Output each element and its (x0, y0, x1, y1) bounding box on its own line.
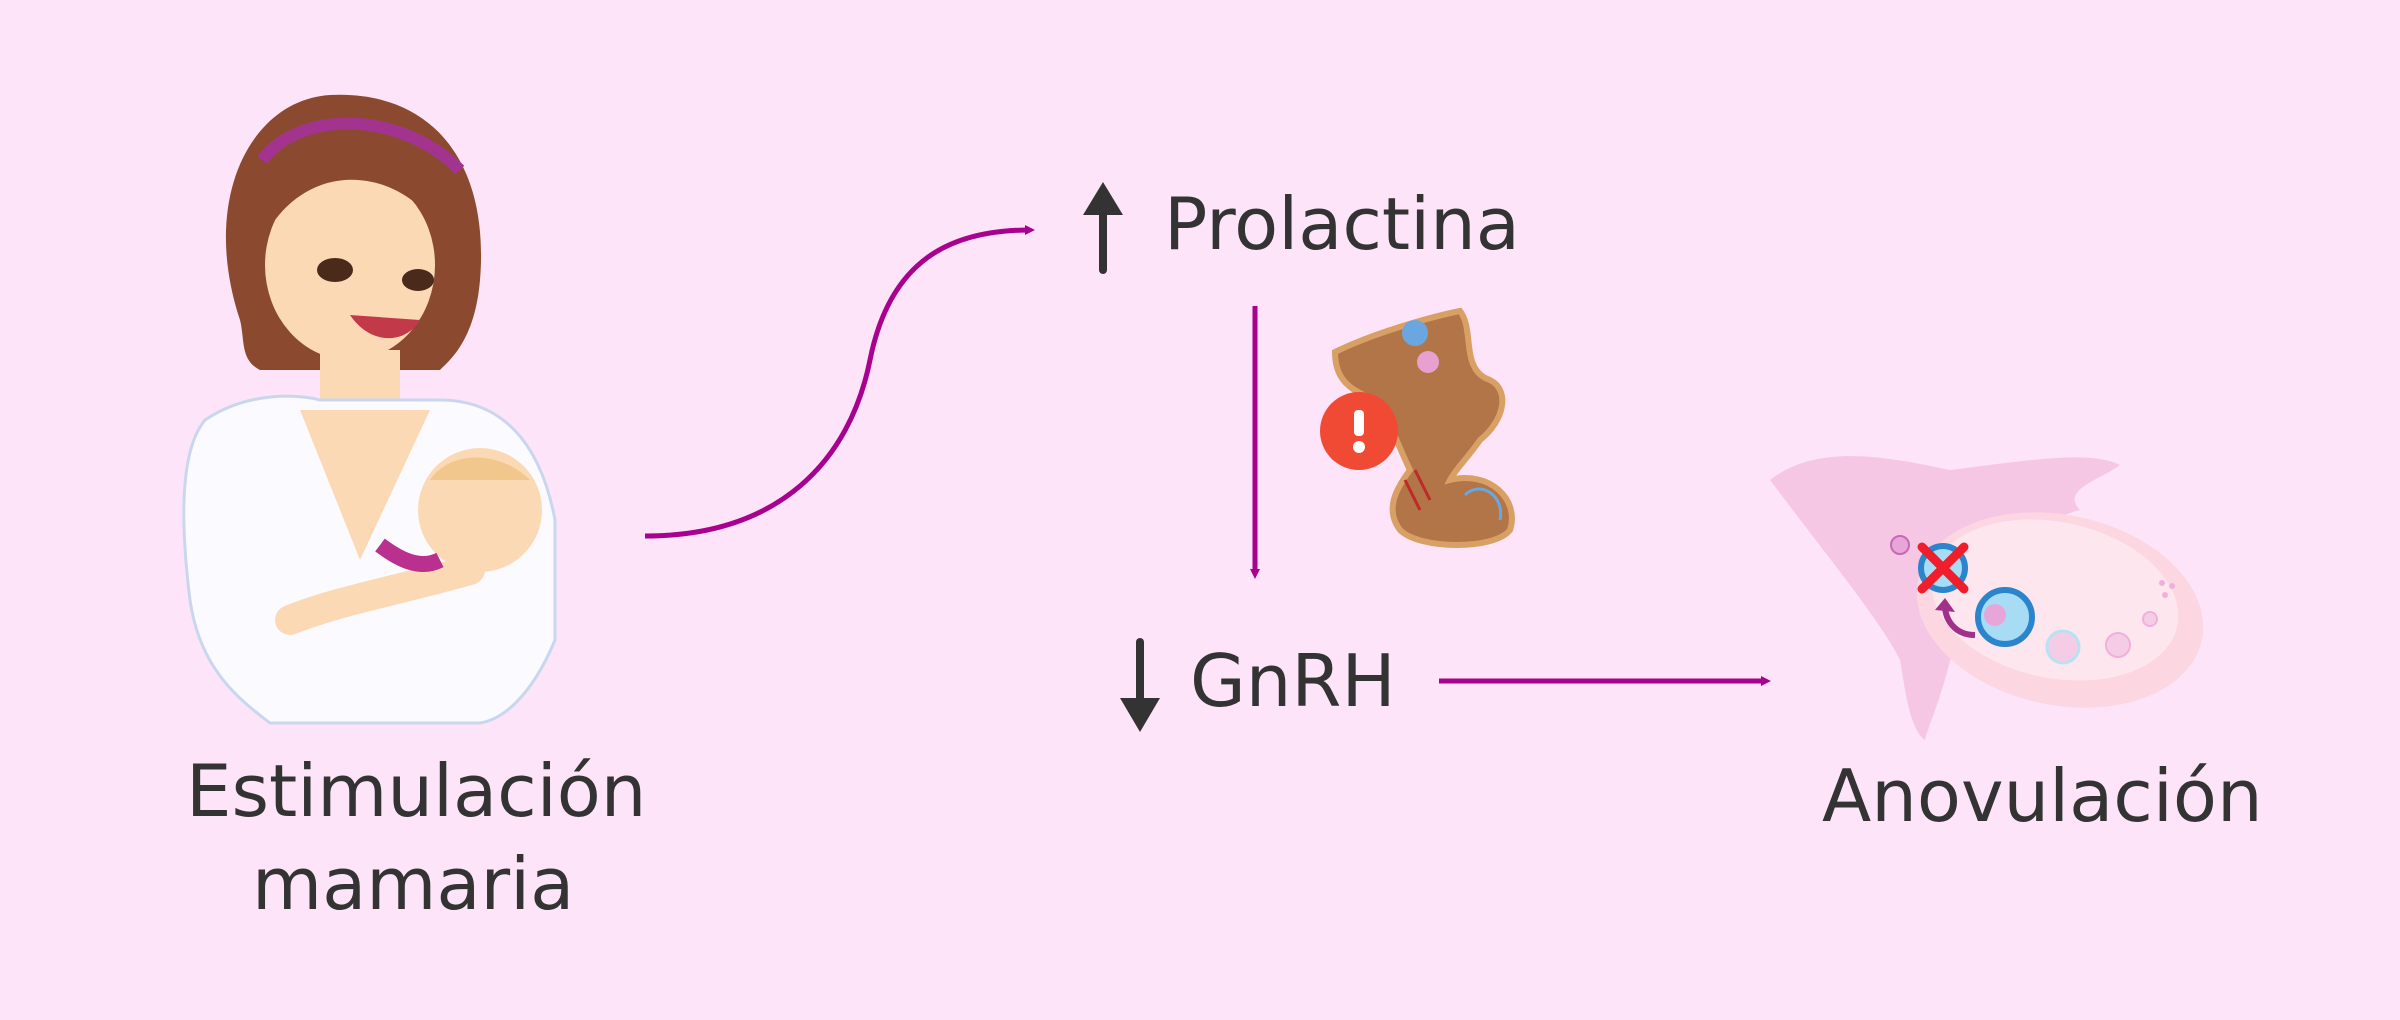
curved-arrow-stimulation-to-prolactin (644, 225, 1035, 539)
down-arrow-icon (1120, 638, 1160, 732)
stimulation-label-line2: mamaria (252, 842, 575, 926)
pituitary-gland-illustration (1331, 307, 1515, 548)
prolactin-label: Prolactina (1164, 182, 1520, 266)
up-arrow-icon (1083, 182, 1123, 274)
gnrh-label: GnRH (1190, 639, 1396, 723)
ovary-illustration (1770, 456, 2204, 740)
exclamation-icon (1320, 392, 1398, 470)
breastfeeding-woman-illustration (182, 94, 557, 725)
stimulation-label-line1: Estimulación (186, 749, 647, 833)
anovulation-label: Anovulación (1822, 754, 2263, 838)
